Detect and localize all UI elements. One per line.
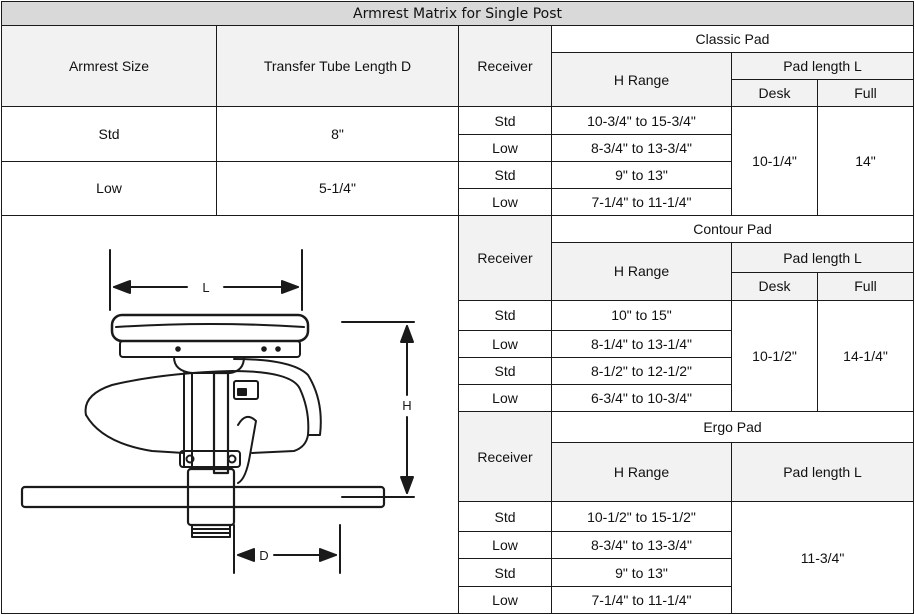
header-receiver: Receiver: [458, 215, 552, 301]
receiver-cell: Std: [458, 160, 552, 189]
armrest-diagram-cell: L H D: [1, 215, 459, 614]
receiver-cell: Low: [458, 384, 552, 413]
receiver-cell: Low: [458, 133, 552, 162]
section-contour-pad: Contour Pad: [550, 214, 915, 244]
h-range-cell: 10-3/4" to 15-3/4": [551, 106, 732, 135]
header-armrest-size: Armrest Size: [1, 25, 217, 108]
h-range-cell: 8-1/2" to 12-1/2": [551, 356, 732, 386]
receiver-cell: Low: [458, 531, 552, 560]
header-pad-length: Pad length L: [730, 441, 915, 503]
armrest-size-cell: Std: [1, 106, 217, 162]
header-receiver: Receiver: [458, 411, 552, 503]
section-ergo-pad: Ergo Pad: [550, 411, 915, 443]
h-range-cell: 10" to 15": [551, 299, 732, 331]
h-range-cell: 8-3/4" to 13-3/4": [551, 133, 732, 162]
header-full: Full: [816, 272, 915, 301]
full-length-cell: 14-1/4": [816, 299, 915, 413]
table-title: Armrest Matrix for Single Post: [0, 0, 915, 27]
transfer-tube-cell: 8": [216, 106, 459, 162]
transfer-tube-cell: 5-1/4": [216, 160, 459, 217]
desk-length-cell: 10-1/2": [731, 299, 818, 413]
receiver-cell: Low: [458, 329, 552, 358]
desk-length-cell: 10-1/4": [731, 106, 818, 216]
h-range-cell: 10-1/2" to 15-1/2": [551, 501, 732, 533]
h-range-cell: 9" to 13": [551, 160, 732, 189]
full-length-cell: 14": [816, 106, 915, 216]
dimension-label-l: L: [202, 280, 209, 295]
h-range-cell: 6-3/4" to 10-3/4": [551, 384, 732, 413]
receiver-cell: Std: [458, 106, 552, 135]
header-receiver: Receiver: [458, 25, 552, 108]
dimension-label-h: H: [402, 398, 411, 413]
header-transfer-tube-length: Transfer Tube Length D: [216, 25, 459, 108]
header-h-range: H Range: [551, 242, 732, 301]
receiver-cell: Std: [458, 299, 552, 331]
receiver-cell: Std: [458, 501, 552, 533]
h-range-cell: 9" to 13": [551, 558, 732, 587]
h-range-cell: 7-1/4" to 11-1/4": [551, 585, 732, 615]
dimension-label-d: D: [259, 548, 268, 563]
header-pad-length: Pad length L: [730, 52, 915, 81]
section-classic-pad: Classic Pad: [550, 25, 915, 54]
receiver-cell: Std: [458, 558, 552, 587]
receiver-cell: Std: [458, 356, 552, 386]
header-h-range: H Range: [551, 52, 732, 108]
armrest-diagram: L H D: [20, 248, 415, 574]
header-desk: Desk: [731, 79, 818, 108]
h-range-cell: 8-1/4" to 13-1/4": [551, 329, 732, 358]
header-h-range: H Range: [551, 441, 732, 503]
h-range-cell: 8-3/4" to 13-3/4": [551, 531, 732, 560]
receiver-cell: Low: [458, 187, 552, 217]
header-desk: Desk: [731, 272, 818, 301]
header-full: Full: [816, 79, 915, 108]
header-pad-length: Pad length L: [730, 242, 915, 274]
ergo-pad-length-cell: 11-3/4": [730, 501, 915, 614]
h-range-cell: 7-1/4" to 11-1/4": [551, 187, 732, 217]
receiver-cell: Low: [458, 585, 552, 615]
armrest-size-cell: Low: [1, 160, 217, 217]
